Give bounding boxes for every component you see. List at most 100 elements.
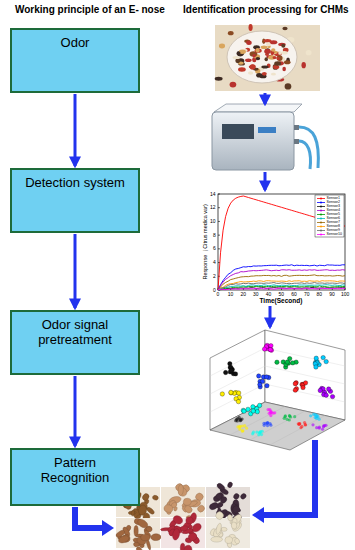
sensor-curve [218, 281, 345, 290]
floor-projection [315, 426, 318, 429]
scatter-dot [228, 361, 232, 365]
herb-piece [180, 525, 189, 531]
floor-projection [266, 408, 269, 411]
floor-projection [266, 421, 269, 424]
flow-arrow [264, 93, 267, 104]
herb-piece [237, 51, 240, 54]
legend-sample [320, 226, 322, 228]
scatter-dot [324, 359, 328, 363]
legend-sample [317, 226, 325, 227]
floor-projection [297, 423, 300, 426]
floor-projection [311, 423, 314, 426]
herb-piece [233, 493, 240, 501]
device-body [212, 112, 294, 170]
tick-label: 40 [266, 292, 272, 297]
floor-projection [304, 423, 307, 426]
herb-piece [301, 62, 305, 68]
sensor-curve [218, 265, 345, 290]
herb-piece [131, 510, 135, 516]
box-label: Detection system [25, 176, 125, 191]
herb-piece [278, 51, 281, 55]
floor-projection [318, 426, 321, 429]
herb-piece [246, 41, 252, 45]
scatter-dot [236, 391, 240, 395]
herb-piece [274, 61, 281, 65]
tick-label: 6 [213, 246, 216, 251]
scatter-dot [229, 368, 233, 372]
plot-frame [218, 194, 345, 290]
tick [218, 194, 220, 195]
flow-arrow [74, 234, 77, 308]
herb-piece [266, 42, 270, 46]
scatter-dot [314, 365, 318, 369]
sensor-curve [218, 288, 345, 290]
tick-label: 60 [291, 292, 297, 297]
floor-projection [259, 430, 262, 433]
scatter-dot [251, 405, 255, 409]
grid-line [210, 384, 265, 412]
sensor-curve [218, 286, 345, 290]
flow-arrow [269, 306, 272, 327]
herb-piece [233, 56, 240, 59]
device-port [294, 125, 299, 130]
tick [218, 207, 220, 208]
process-box: Odor signal pretreatment [10, 310, 140, 375]
flow-arrow [75, 507, 103, 528]
floor-projection [315, 417, 318, 420]
herb-piece [240, 493, 248, 501]
floor-projection [269, 414, 272, 417]
sensor-curve [218, 285, 345, 290]
herb-piece [191, 522, 203, 533]
photo-tile [116, 518, 160, 548]
floor-projection [300, 425, 303, 428]
floor-projection [285, 418, 288, 421]
axis-title: Response（Citrus medica var) [202, 204, 208, 279]
scatter-dot [265, 384, 269, 388]
scatter-dot [294, 381, 298, 385]
scatter-dot [251, 409, 255, 413]
scatter-dot [301, 385, 305, 389]
herb-piece [115, 529, 126, 538]
herb-piece [238, 62, 245, 65]
floor-projection [238, 425, 241, 428]
floor-projection [258, 431, 261, 434]
tick-label: 90 [329, 292, 335, 297]
floor-projection [252, 431, 255, 434]
tick [218, 235, 220, 236]
scatter-dot [303, 381, 307, 385]
herb-piece [285, 83, 292, 89]
herb-piece [282, 27, 287, 30]
scatter-dot [220, 392, 224, 396]
grid-line [210, 366, 265, 394]
grid-line [230, 407, 285, 436]
floor-projection [269, 424, 272, 427]
device-logo [258, 127, 276, 133]
herb-piece [231, 522, 237, 529]
legend-sample [317, 202, 325, 203]
grid-line [265, 384, 345, 402]
floor-projection [304, 423, 307, 426]
floor-projection [273, 411, 276, 414]
tick-label: 8 [213, 233, 216, 238]
grid-line [250, 411, 305, 440]
herb-piece [273, 65, 279, 69]
scatter-dot [275, 360, 279, 364]
herb-piece [271, 73, 276, 76]
legend-sample [320, 214, 322, 216]
legend-sample [317, 230, 325, 231]
axis-title: Time(Second) [260, 298, 303, 305]
box-label: Pattern Recognition [25, 456, 125, 486]
scatter-dot [327, 387, 331, 391]
herb-piece [249, 24, 253, 31]
bowl [227, 31, 297, 83]
scatter-dot [293, 381, 297, 385]
legend-sample [320, 230, 322, 232]
legend-sample [320, 222, 322, 224]
herb-piece [250, 64, 256, 69]
arrowhead [102, 520, 114, 536]
box-label: Odor [25, 36, 125, 51]
scatter-dot [229, 391, 233, 395]
flow-arrow [264, 172, 267, 190]
tick-label: 100 [341, 292, 349, 297]
